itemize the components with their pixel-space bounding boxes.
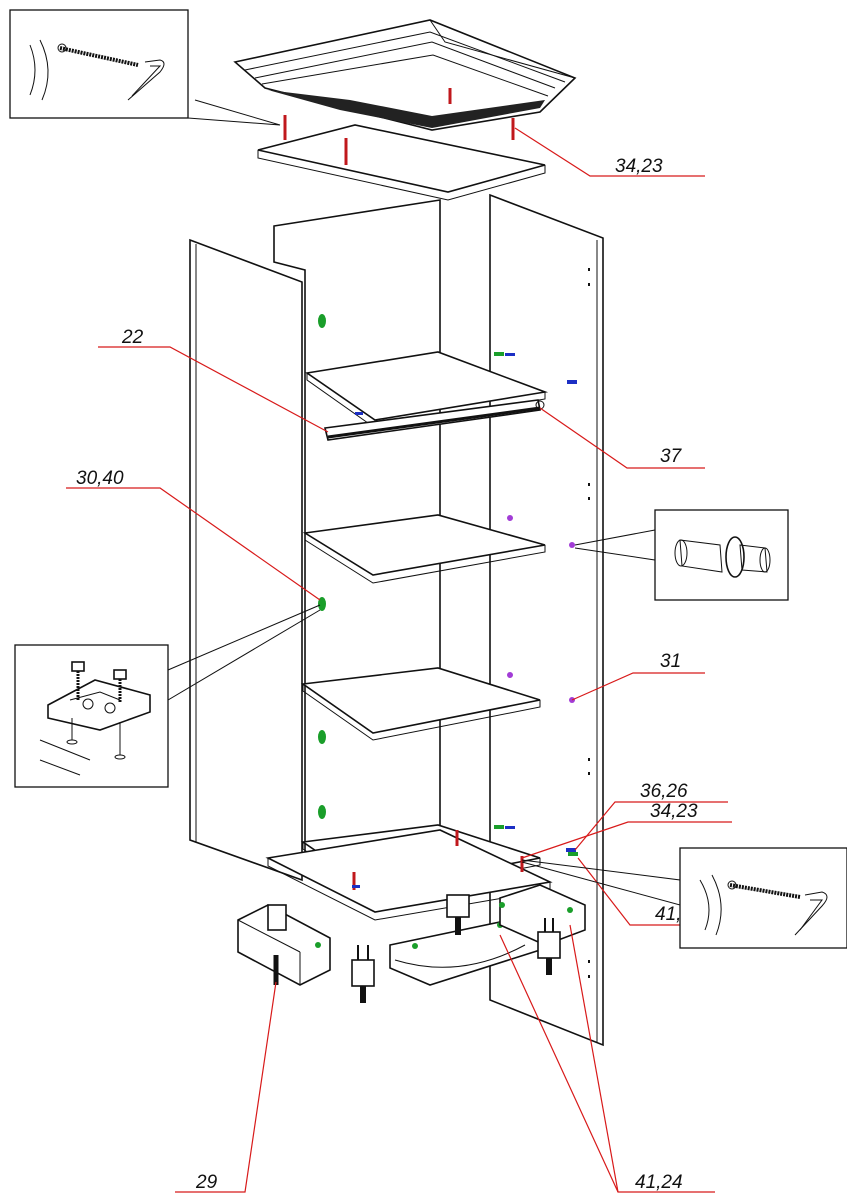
rail	[324, 399, 545, 441]
crown-molding	[233, 19, 577, 131]
bottom-screw-callout	[521, 847, 847, 949]
svg-text:31: 31	[660, 651, 681, 672]
label-37: 37	[539, 407, 705, 469]
label-29: 29	[175, 981, 277, 1193]
svg-text:37: 37	[660, 446, 683, 467]
cam-lock-icon	[318, 314, 578, 856]
label-30-40: 30,40	[66, 468, 321, 601]
svg-text:30,40: 30,40	[76, 468, 124, 489]
label-text: 34,23	[615, 156, 663, 177]
screw-allen-key-icon	[29, 39, 165, 101]
svg-text:22: 22	[121, 327, 144, 348]
label-36-26: 36,26	[574, 781, 728, 851]
leg-icon	[351, 894, 561, 1003]
label-31: 31	[571, 651, 705, 701]
svg-text:29: 29	[195, 1172, 218, 1193]
top-screw-callout	[9, 9, 281, 126]
shelf	[302, 514, 546, 584]
bottom-panel	[265, 829, 553, 921]
screw-allen-key-icon	[699, 874, 828, 936]
top-panel	[257, 88, 546, 201]
svg-text:36,26: 36,26	[640, 781, 688, 802]
svg-text:34,23: 34,23	[650, 801, 698, 822]
shelf-pin-icon	[674, 536, 771, 578]
plinth-right	[499, 884, 586, 946]
label-22: 22	[98, 327, 329, 433]
mounting-plate-callout	[14, 604, 321, 788]
shelf-pin-callout	[574, 509, 789, 601]
plinth-left	[237, 904, 331, 986]
svg-text:41,24: 41,24	[635, 1172, 683, 1193]
left-side-panel	[189, 238, 303, 882]
mounting-plate-screws-icon	[39, 661, 151, 776]
label-34-23-bottom: 34,23	[521, 801, 732, 859]
label-34-23-top: 34,23	[514, 127, 705, 177]
shelf	[300, 667, 541, 741]
connector-icon	[352, 353, 577, 888]
label-41-24-bottom: 41,24	[499, 924, 715, 1193]
